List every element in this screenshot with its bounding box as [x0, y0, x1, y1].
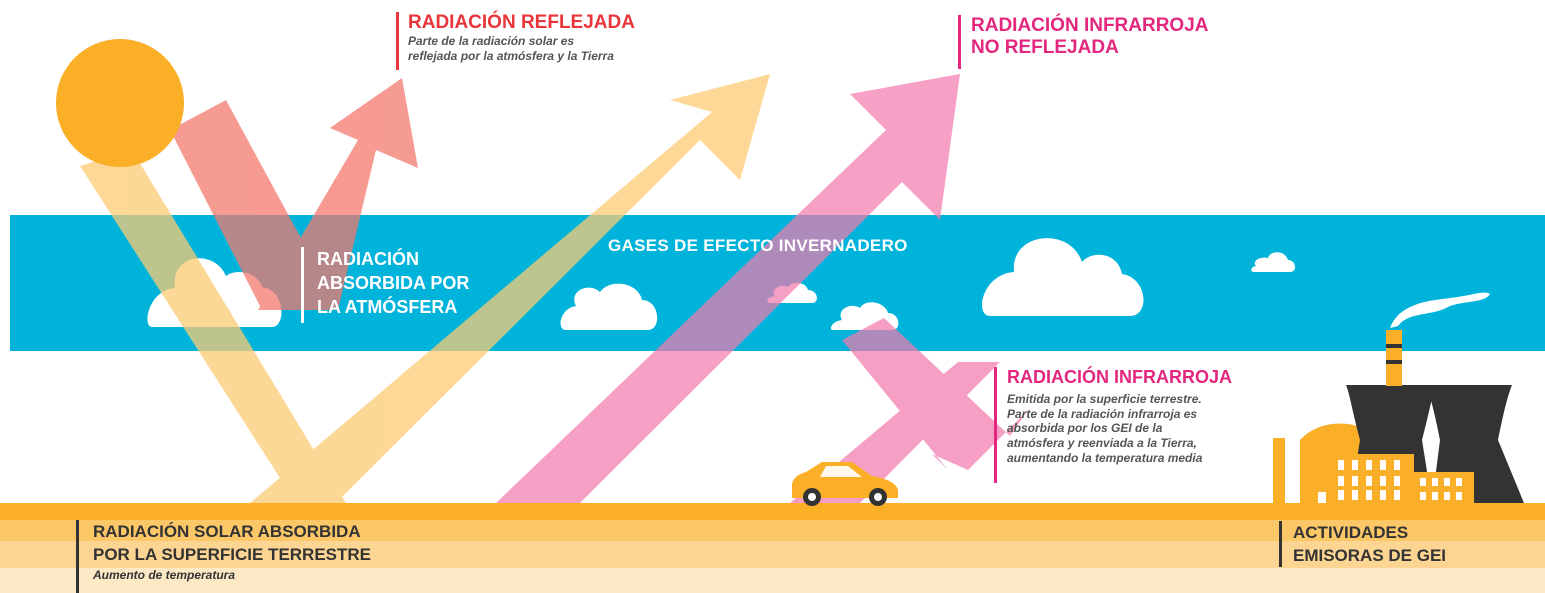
emitting-activities-label: ACTIVIDADES EMISORAS DE GEI	[1279, 521, 1446, 567]
cloud-icon	[560, 283, 658, 330]
infrared-radiation-desc-line: atmósfera y reenviada a la Tierra,	[1007, 436, 1197, 451]
reflected-radiation-title: RADIACIÓN REFLEJADA	[408, 12, 635, 33]
greenhouse-gases-title: GASES DE EFECTO INVERNADERO	[608, 236, 908, 256]
infrared-radiation-desc-line: Parte de la radiación infrarroja es	[1007, 406, 1198, 421]
car-icon	[792, 462, 898, 506]
ground-band-mid	[0, 520, 1545, 541]
surface-absorbed-desc: Aumento de temperatura	[93, 568, 236, 582]
solar-beam-arrow	[80, 74, 770, 503]
infrared-not-reflected-label: RADIACIÓN INFRARROJA NO REFLEJADA	[958, 15, 1209, 69]
label-accent-bar	[396, 12, 399, 70]
infrared-not-reflected-title-line: RADIACIÓN INFRARROJA	[971, 15, 1209, 36]
ground-band-lower	[0, 541, 1545, 568]
emitting-activities-title-line: ACTIVIDADES	[1293, 523, 1409, 542]
infrared-radiation-desc-line: aumentando la temperatura media	[1007, 450, 1203, 465]
cloud-icon	[982, 238, 1144, 316]
label-accent-bar	[76, 520, 79, 593]
emitting-activities-title-line: EMISORAS DE GEI	[1293, 546, 1447, 565]
surface-absorbed-title-line: RADIACIÓN SOLAR ABSORBIDA	[93, 522, 361, 541]
infrared-radiation-label: RADIACIÓN INFRARROJA Emitida por la supe…	[994, 367, 1232, 483]
reflected-radiation-desc-line: reflejada por la atmósfera y la Tierra	[408, 49, 614, 64]
reflected-radiation-arrow	[170, 78, 418, 310]
ground-band-top	[0, 503, 1545, 520]
cloud-icon	[1251, 252, 1296, 272]
label-accent-bar	[994, 367, 997, 483]
surface-absorbed-label: RADIACIÓN SOLAR ABSORBIDA POR LA SUPERFI…	[76, 520, 371, 593]
factory-icon	[1273, 292, 1524, 503]
absorbed-atmosphere-title-line: ABSORBIDA POR	[317, 273, 470, 293]
surface-absorbed-title-line: POR LA SUPERFICIE TERRESTRE	[93, 545, 372, 564]
infrared-not-reflected-title-line: NO REFLEJADA	[971, 37, 1119, 59]
reflected-radiation-label: RADIACIÓN REFLEJADA Parte de la radiació…	[396, 12, 635, 70]
reflected-radiation-desc-line: Parte de la radiación solar es	[408, 34, 575, 49]
label-accent-bar	[1279, 521, 1282, 567]
absorbed-atmosphere-title-line: LA ATMÓSFERA	[317, 297, 458, 317]
sun-icon	[56, 39, 184, 167]
infrared-radiation-desc-line: absorbida por los GEI de la	[1007, 421, 1163, 436]
label-accent-bar	[958, 15, 961, 69]
absorbed-atmosphere-title-line: RADIACIÓN	[317, 249, 419, 269]
infrared-radiation-title: RADIACIÓN INFRARROJA	[1007, 367, 1232, 387]
greenhouse-gases-text: GASES DE EFECTO INVERNADERO	[608, 236, 908, 255]
infrared-radiation-desc-line: Emitida por la superficie terrestre.	[1007, 392, 1202, 407]
label-accent-bar	[301, 247, 304, 323]
absorbed-atmosphere-label: RADIACIÓN ABSORBIDA POR LA ATMÓSFERA	[301, 247, 469, 323]
ground-band-light	[0, 568, 1545, 593]
